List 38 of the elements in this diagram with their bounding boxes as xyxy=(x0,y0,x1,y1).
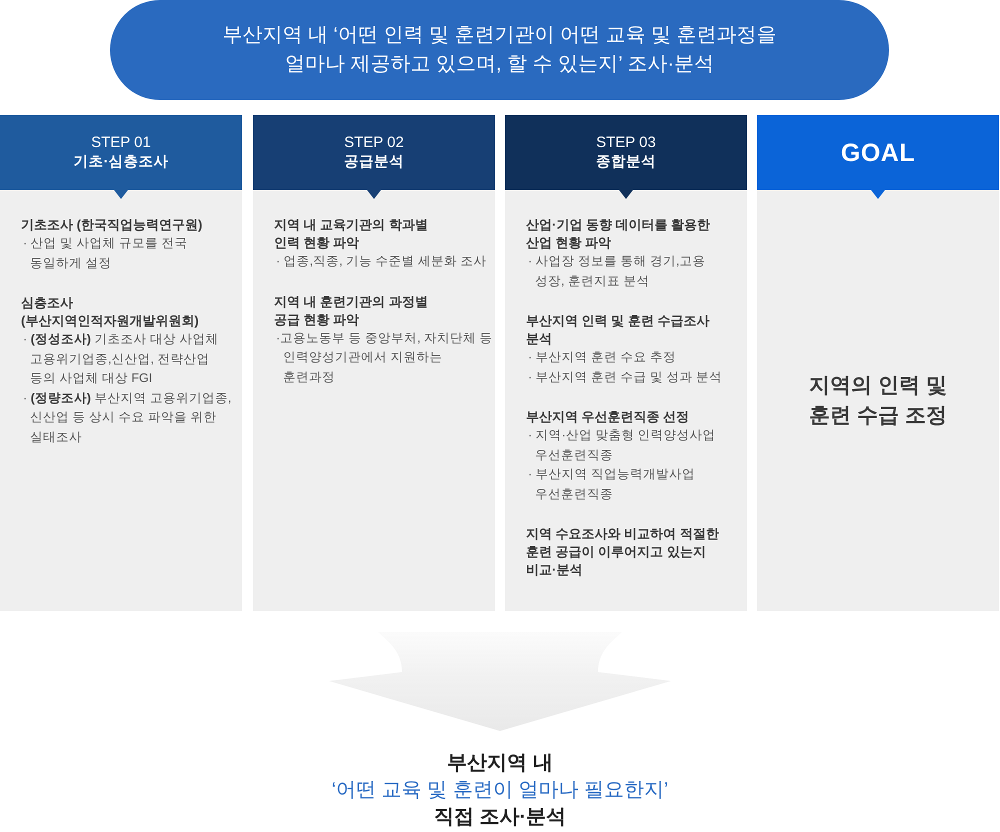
bullet-text: · 사업장 정보를 통해 경기,고용 성장, 훈련지표 분석 xyxy=(528,253,706,290)
section-heading: 부산지역 인력 및 훈련 수급조사 분석 xyxy=(526,312,710,348)
bullet-text: · (정량조사) 부산지역 고용위기업종, 신산업 등 상시 수요 파악을 위한 실태조사 xyxy=(23,390,232,446)
content-panel xyxy=(253,190,495,611)
bullet-text: · (정성조사) 기초조사 대상 사업체 고용위기업종,신산업, 전략산업 등의 사업체 대상 FGI xyxy=(23,331,218,387)
step-header xyxy=(0,115,242,190)
section-heading: 지역 수요조사와 비교하여 적절한 훈련 공급이 이루어지고 있는지 비교·분석 xyxy=(526,525,719,579)
bullet-text: · 부산지역 훈련 수요 추정 xyxy=(528,349,676,366)
goal-text: 지역의 인력 및 훈련 수급 조정 xyxy=(809,372,947,428)
step-title: 공급분석 xyxy=(344,153,404,172)
content-panel xyxy=(505,190,747,611)
step-number: STEP 03 xyxy=(596,133,656,152)
section-heading: 부산지역 우선훈련직종 선정 xyxy=(526,408,690,426)
bullet-text: · 지역·산업 맞춤형 인력양성사업 우선훈련직종 xyxy=(528,427,716,464)
bullet-text: · 업종,직종, 기능 수준별 세분화 조사 xyxy=(276,253,486,270)
conclusion-text: 직접 조사·분석 xyxy=(434,805,566,830)
content-panel xyxy=(0,190,242,611)
step-title: 종합분석 xyxy=(596,153,656,172)
bullet-text: · 부산지역 직업능력개발사업 우선훈련직종 xyxy=(528,466,696,502)
bullet-text: · 산업 및 사업체 규모를 전국 동일하게 설정 xyxy=(23,235,188,272)
section-heading: 기초조사 (한국직업능력연구원) xyxy=(21,216,202,234)
step-header xyxy=(757,115,999,190)
step-title: 기초·심층조사 xyxy=(74,153,168,172)
bullet-text: ·고용노동부 등 중앙부처, 자치단체 등 인력양성기관에서 지원하는 훈련과정 xyxy=(276,330,493,386)
banner-text: 부산지역 내 ‘어떤 인력 및 훈련기관이 어떤 교육 및 훈련과정을 얼마나 제공하고 있으며, 할 수 있는지’ 조사·분석 xyxy=(222,23,777,77)
content-panel xyxy=(757,190,999,611)
section-heading: 지역 내 교육기관의 학과별 인력 현황 파악 xyxy=(274,216,428,252)
step-header xyxy=(505,115,747,190)
section-heading: 산업·기업 동향 데이터를 활용한 산업 현황 파악 xyxy=(526,216,710,252)
goal-label: GOAL xyxy=(840,138,916,168)
step-number: STEP 01 xyxy=(91,133,151,152)
bullet-text: · 부산지역 훈련 수급 및 성과 분석 xyxy=(528,368,722,386)
conclusion-text: ‘어떤 교육 및 훈련이 얼마나 필요한지’ xyxy=(332,778,668,803)
step-number: STEP 02 xyxy=(344,133,404,152)
section-heading: 지역 내 훈련기관의 과정별 공급 현황 파악 xyxy=(274,292,428,328)
step-header xyxy=(253,115,495,190)
conclusion-text: 부산지역 내 xyxy=(447,751,553,776)
section-heading: 심층조사 (부산지역인적자원개발위원회) xyxy=(21,294,199,330)
